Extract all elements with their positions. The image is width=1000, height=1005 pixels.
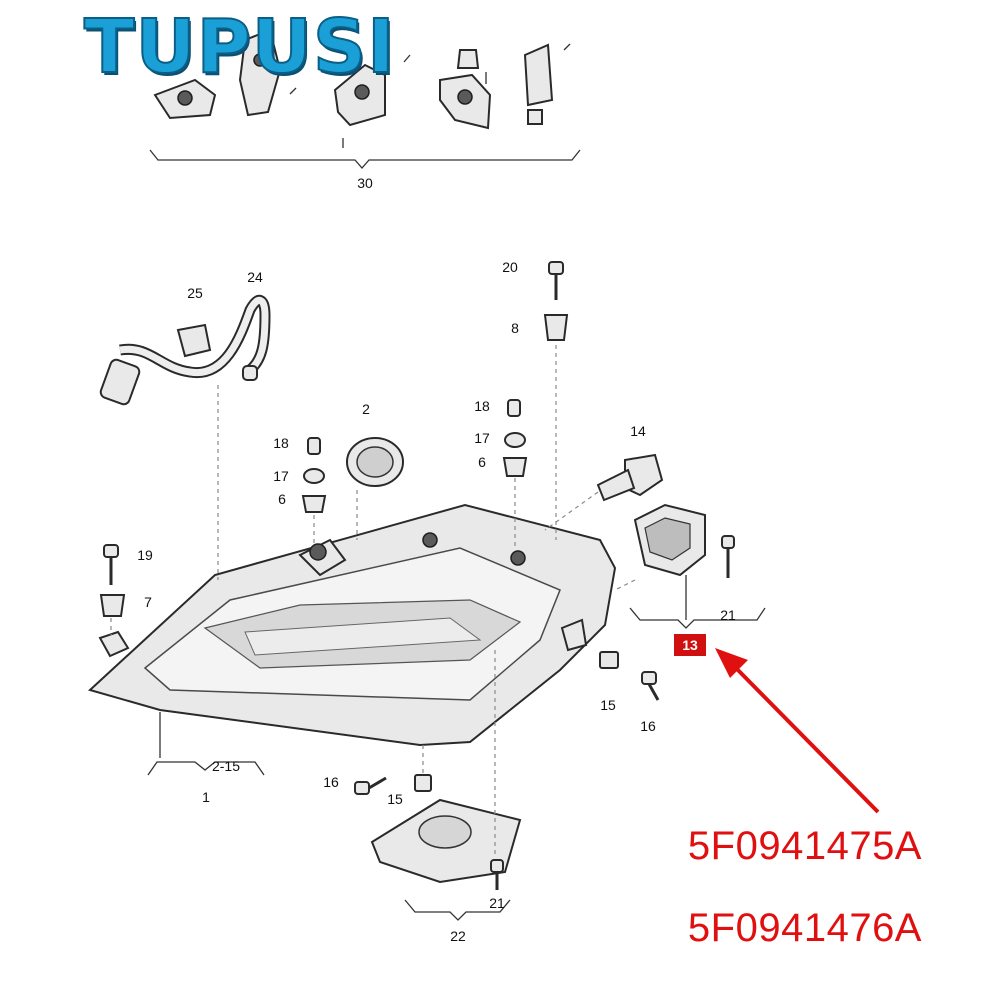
callout-8: 8 <box>511 320 519 336</box>
callout-2-15: 2-15 <box>212 758 240 774</box>
callout-21-bottom: 21 <box>489 895 505 911</box>
callout-7: 7 <box>144 594 152 610</box>
control-unit <box>633 503 706 577</box>
bracket-5 <box>523 43 554 125</box>
pointer-arrow <box>715 648 880 814</box>
bracket-line-13 <box>629 607 766 629</box>
headlight-housing <box>88 503 617 747</box>
brand-logo: TUPUSI <box>83 4 396 90</box>
mounting-kit-group <box>153 28 571 148</box>
callout-17-left: 17 <box>273 468 289 484</box>
callout-13: 13 <box>682 637 698 653</box>
callout-18-left: 18 <box>273 435 289 451</box>
bracket-line-1 <box>147 761 265 776</box>
hose-assembly <box>99 295 271 406</box>
callout-30: 30 <box>357 175 373 191</box>
callout-13-box <box>674 634 706 656</box>
callout-24: 24 <box>247 269 263 285</box>
callout-22: 22 <box>450 928 466 944</box>
bulb <box>596 453 664 502</box>
screw-set <box>289 43 571 148</box>
cover-cap <box>346 437 404 487</box>
callout-19: 19 <box>137 547 153 563</box>
callout-16-right: 16 <box>640 718 656 734</box>
part-number-left: 5F0941475A <box>687 824 922 868</box>
callout-14: 14 <box>630 423 646 439</box>
adjuster-stack-left <box>301 437 327 513</box>
clip-screw-right <box>599 651 660 701</box>
bracket-2 <box>238 28 282 117</box>
screw-21-right <box>721 535 735 578</box>
screw-nut-top <box>543 261 569 341</box>
adjuster-stack-right <box>502 399 528 477</box>
callout-6-left: 6 <box>278 491 286 507</box>
callout-25: 25 <box>187 285 203 301</box>
adjuster-left-side <box>99 544 126 617</box>
callout-15-bottom: 15 <box>387 791 403 807</box>
callout-2: 2 <box>362 401 370 417</box>
ballast-module <box>370 798 522 890</box>
dashed-leaders <box>110 345 636 855</box>
bracket-4 <box>439 49 492 130</box>
clip-screw-bottom <box>354 774 432 795</box>
callout-20: 20 <box>502 259 518 275</box>
callout-1: 1 <box>202 789 210 805</box>
callout-17-right: 17 <box>474 430 490 446</box>
callout-21-right: 21 <box>720 607 736 623</box>
bracket-line-30 <box>149 149 581 169</box>
bracket-line-22 <box>404 899 511 921</box>
callout-18-right: 18 <box>474 398 490 414</box>
part-number-right: 5F0941476A <box>687 906 922 950</box>
callout-15-right: 15 <box>600 697 616 713</box>
bracket-3 <box>333 63 386 127</box>
callout-16-bottom: 16 <box>323 774 339 790</box>
callout-6-right: 6 <box>478 454 486 470</box>
bracket-1 <box>153 78 217 120</box>
